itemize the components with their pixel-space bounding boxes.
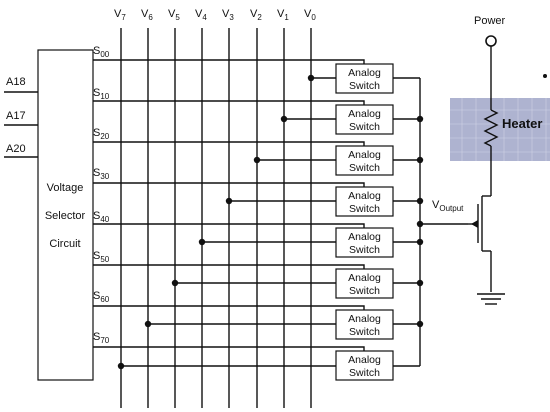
rail-v3: V3 — [222, 8, 234, 408]
address-label-a20: A20 — [6, 143, 26, 155]
select-label-s50: S50 — [93, 250, 110, 264]
junction-v7 — [117, 362, 125, 370]
selector-label-line-2: Selector — [45, 210, 86, 222]
rail-label-v1: V1 — [277, 8, 289, 22]
svg-text:Analog: Analog — [348, 231, 381, 243]
svg-text:Switch: Switch — [349, 121, 380, 133]
power-label: Power — [474, 15, 506, 27]
select-line-s30: S30 — [93, 167, 365, 187]
selector-label-line-1: Voltage — [47, 182, 84, 194]
heater-label: Heater — [502, 116, 542, 131]
analog-switch-7: Analog Switch — [335, 350, 394, 381]
select-line-s70: S70 — [93, 331, 365, 351]
rail-label-v4: V4 — [195, 8, 207, 22]
ground-icon — [477, 293, 505, 305]
select-label-s10: S10 — [93, 87, 110, 101]
select-label-s40: S40 — [93, 210, 110, 224]
power-terminal-icon — [485, 35, 497, 47]
svg-text:Switch: Switch — [349, 367, 380, 379]
svg-text:Switch: Switch — [349, 162, 380, 174]
rail-v1: V1 — [277, 8, 289, 408]
junction-v0 — [307, 74, 315, 82]
rail-v4: V4 — [195, 8, 207, 408]
svg-text:Analog: Analog — [348, 354, 381, 366]
rail-label-v2: V2 — [250, 8, 262, 22]
rail-v5: V5 — [168, 8, 180, 408]
analog-switch-2: Analog Switch — [335, 145, 394, 176]
svg-text:Analog: Analog — [348, 149, 381, 161]
analog-switch-1: Analog Switch — [335, 104, 394, 135]
mosfet-transistor-icon — [468, 195, 492, 292]
junction-v5 — [171, 279, 179, 287]
heater-panel: Heater — [450, 98, 550, 161]
rail-v2: V2 — [250, 8, 262, 408]
selector-label-line-3: Circuit — [49, 238, 80, 250]
junction-v1 — [280, 115, 288, 123]
address-input-a20: A20 — [4, 143, 38, 158]
address-label-a18: A18 — [6, 76, 26, 88]
svg-text:Analog: Analog — [348, 108, 381, 120]
rail-label-v5: V5 — [168, 8, 180, 22]
svg-text:Analog: Analog — [348, 190, 381, 202]
analog-switch-6: Analog Switch — [335, 309, 394, 340]
rail-label-v7: V7 — [114, 8, 126, 22]
address-input-a17: A17 — [4, 110, 38, 126]
analog-switch-5: Analog Switch — [335, 268, 394, 299]
select-label-s60: S60 — [93, 290, 110, 304]
rail-label-v6: V6 — [141, 8, 153, 22]
svg-text:Switch: Switch — [349, 80, 380, 92]
address-input-a18: A18 — [4, 76, 38, 93]
svg-text:Switch: Switch — [349, 203, 380, 215]
select-label-s20: S20 — [93, 127, 110, 141]
junction-v4 — [198, 238, 206, 246]
rail-label-v3: V3 — [222, 8, 234, 22]
rail-v0: V0 — [304, 8, 316, 408]
select-label-s00: S00 — [93, 45, 110, 59]
svg-text:Switch: Switch — [349, 285, 380, 297]
select-label-s30: S30 — [93, 167, 110, 181]
analog-switch-4: Analog Switch — [335, 227, 394, 258]
address-label-a17: A17 — [6, 110, 26, 122]
output-voltage-label: VOutput — [432, 199, 464, 213]
rail-v7: V7 — [114, 8, 126, 408]
junction-v6 — [144, 320, 152, 328]
svg-text:Switch: Switch — [349, 326, 380, 338]
select-line-s10: S10 — [93, 87, 365, 105]
output-bus — [393, 77, 468, 367]
analog-switch-0: Analog Switch — [335, 63, 394, 94]
junction-v2 — [253, 156, 261, 164]
select-line-s50: S50 — [93, 250, 365, 269]
select-line-s40: S40 — [93, 210, 365, 228]
svg-text:Analog: Analog — [348, 272, 381, 284]
analog-switch-3: Analog Switch — [335, 186, 394, 217]
resistor-icon — [483, 109, 499, 147]
select-line-s60: S60 — [93, 290, 365, 310]
select-line-s00: S00 — [93, 45, 365, 64]
junction-v3 — [225, 197, 233, 205]
select-label-s70: S70 — [93, 331, 110, 345]
rail-label-v0: V0 — [304, 8, 316, 22]
voltage-selector-block — [37, 49, 94, 381]
select-line-s20: S20 — [93, 127, 365, 146]
svg-text:Switch: Switch — [349, 244, 380, 256]
edge-artifact — [543, 74, 547, 78]
svg-text:Analog: Analog — [348, 313, 381, 325]
rail-v6: V6 — [141, 8, 153, 408]
svg-text:Analog: Analog — [348, 67, 381, 79]
